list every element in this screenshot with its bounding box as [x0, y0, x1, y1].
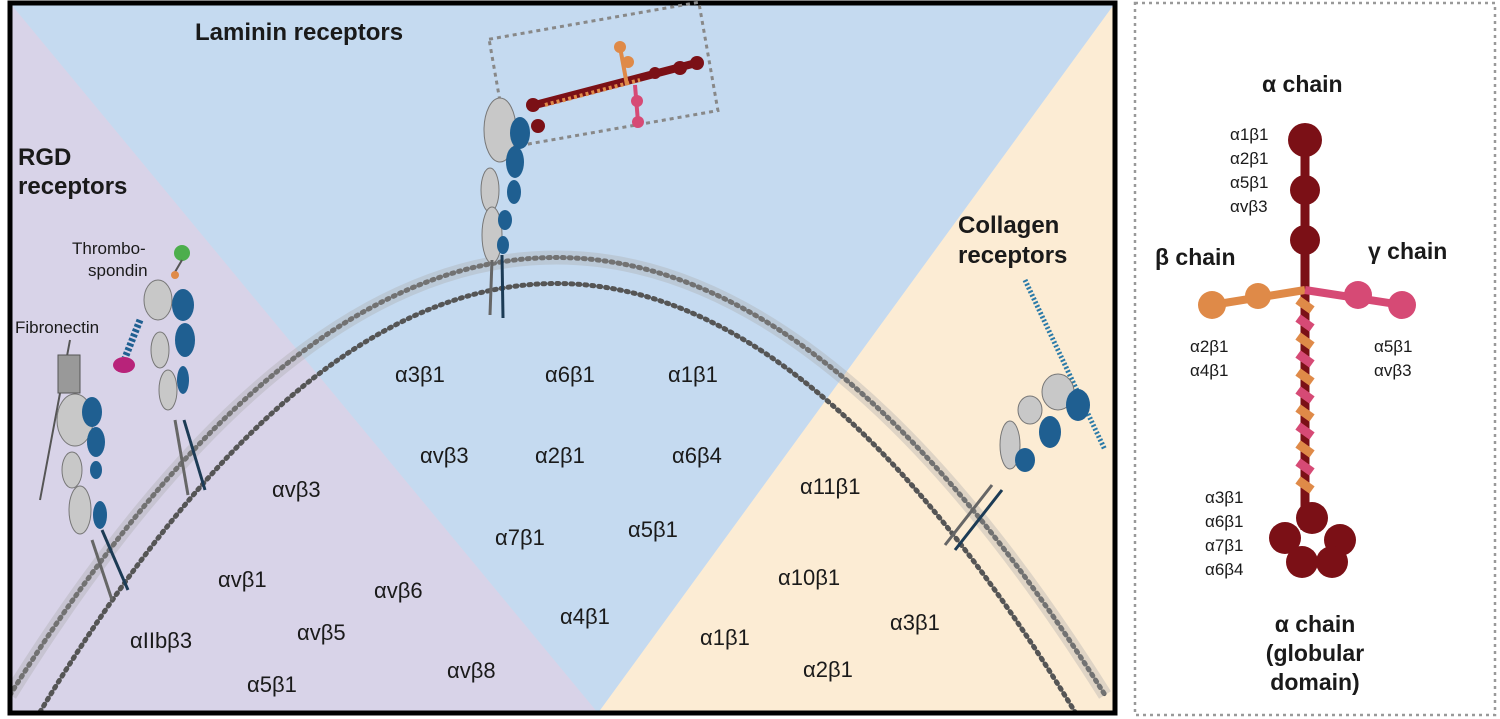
rgd-integrin: αvβ5 [297, 620, 346, 645]
rgd-integrin: αvβ1 [218, 567, 267, 592]
zoom-box [487, 0, 720, 150]
laminin-molecule-icon [1198, 123, 1416, 578]
collagen-integrin: α1β1 [700, 625, 750, 650]
collagen-region [598, 3, 1115, 713]
globular-binder: α6β1 [1205, 512, 1244, 531]
globular-label-line2: (globular [1266, 640, 1364, 666]
gamma-chain-label: γ chain [1368, 238, 1447, 264]
laminin-integrin: α6β1 [545, 362, 595, 387]
rgd-integrin: α5β1 [247, 672, 297, 697]
beta-binder: α4β1 [1190, 361, 1229, 380]
collagen-receptors-title-line1: Collagen [958, 212, 1059, 239]
alpha-binder: αvβ3 [1230, 197, 1268, 216]
collagen-receptors-title-line2: receptors [958, 242, 1067, 269]
beta-chain-label: β chain [1155, 244, 1236, 270]
laminin-integrin: α3β1 [395, 362, 445, 387]
rgd-receptors-title-line2: receptors [18, 173, 127, 200]
collagen-integrin: α11β1 [800, 474, 860, 499]
side-panel-border [1133, 1, 1497, 717]
collagen-integrin: α2β1 [803, 657, 853, 682]
alpha-binder: α5β1 [1230, 173, 1269, 192]
laminin-integrin: α6β4 [672, 443, 722, 468]
laminin-receptors-title: Laminin receptors [195, 19, 403, 46]
alpha-binder: α1β1 [1230, 125, 1269, 144]
collagen-integrin: α3β1 [890, 610, 940, 635]
side-panel: α chain β chain γ chain α1β1 α2β1 α5β1 α… [1133, 1, 1497, 717]
thrombospondin-label-line2: spondin [88, 261, 148, 280]
collagen-integrin: α10β1 [778, 565, 840, 590]
fibronectin-integrin-icon [39, 339, 130, 601]
laminin-integrin: αvβ3 [420, 443, 469, 468]
thrombospondin-integrin-icon [113, 245, 207, 496]
alpha-binder: α2β1 [1230, 149, 1269, 168]
globular-label-line3: domain) [1270, 669, 1359, 695]
laminin-integrin-icon [480, 0, 720, 319]
globular-binder: α7β1 [1205, 536, 1244, 555]
globular-label-line1: α chain [1275, 611, 1356, 637]
beta-binder: α2β1 [1190, 337, 1229, 356]
alpha-chain-label: α chain [1262, 71, 1343, 97]
laminin-integrin: α4β1 [560, 604, 610, 629]
cell-membrane [10, 250, 1111, 713]
rgd-integrin: αvβ3 [272, 477, 321, 502]
fibronectin-label: Fibronectin [15, 318, 99, 337]
globular-binder: α3β1 [1205, 488, 1244, 507]
rgd-integrin: αIIbβ3 [130, 628, 192, 653]
globular-binder: α6β4 [1205, 560, 1244, 579]
gamma-binder: αvβ3 [1374, 361, 1412, 380]
rgd-integrin: αvβ6 [374, 578, 423, 603]
collagen-integrin-icon [943, 278, 1108, 551]
laminin-integrin: α1β1 [668, 362, 718, 387]
rgd-integrin: αvβ8 [447, 658, 496, 683]
laminin-integrin: α2β1 [535, 443, 585, 468]
laminin-integrin: α7β1 [495, 525, 545, 550]
thrombospondin-label-line1: Thrombo- [72, 239, 146, 258]
main-panel-border [7, 0, 1118, 716]
main-panel [10, 3, 1115, 713]
laminin-integrin: α5β1 [628, 517, 678, 542]
rgd-receptors-title-line1: RGD [18, 144, 71, 171]
gamma-binder: α5β1 [1374, 337, 1413, 356]
